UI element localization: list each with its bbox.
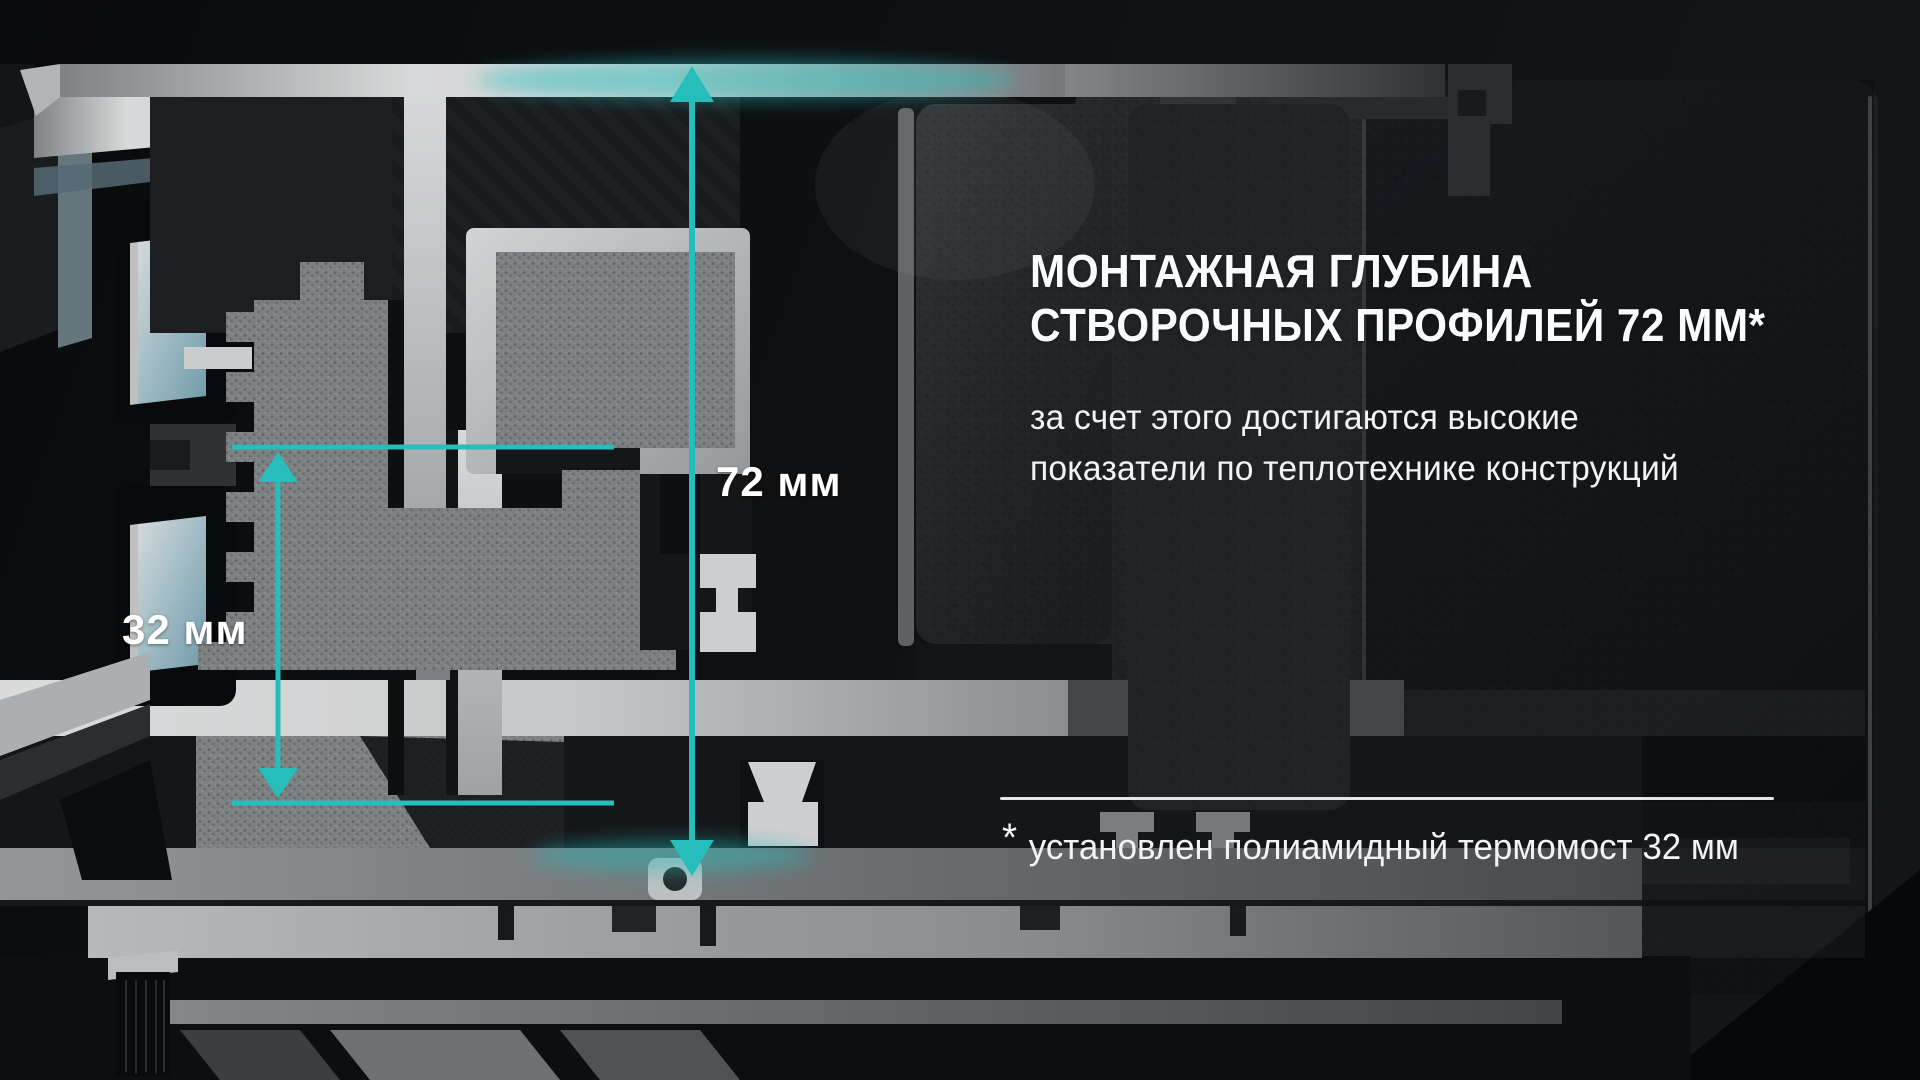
footnote-asterisk: * <box>1002 816 1018 860</box>
glow-bottom <box>532 840 812 872</box>
footnote-text: установлен полиамидный термомост 32 мм <box>1028 826 1739 867</box>
info-panel: МОНТАЖНАЯ ГЛУБИНА СТВОРОЧНЫХ ПРОФИЛЕЙ 72… <box>1030 244 1810 494</box>
dimension-arrow-32mm <box>232 444 614 806</box>
footnote-separator-line <box>1000 797 1774 800</box>
top-bar-end <box>20 64 60 116</box>
description-line-2: показатели по теплотехнике конструкций <box>1030 449 1679 488</box>
dimension-arrow-72mm <box>670 66 714 876</box>
arrowhead-up <box>258 452 298 482</box>
sash-face-panels <box>815 90 1350 810</box>
arrowhead-up <box>670 66 714 102</box>
headline-line-1: МОНТАЖНАЯ ГЛУБИНА <box>1030 245 1533 297</box>
glass-pane-lower <box>138 516 206 672</box>
dimension-label-32mm: 32 мм <box>122 606 248 653</box>
bottom-profile-stack <box>0 680 1690 1080</box>
dimension-label-72mm: 72 мм <box>716 458 842 505</box>
dimension-annotations <box>232 60 1015 876</box>
arrowhead-down <box>258 768 298 798</box>
description-line-1: за счет этого достигаются высокие <box>1030 398 1579 437</box>
headline-line-2: СТВОРОЧНЫХ ПРОФИЛЕЙ 72 ММ* <box>1030 299 1766 351</box>
glow-top <box>475 60 1015 100</box>
arrowhead-down <box>670 840 714 876</box>
footnote: *установлен полиамидный термомост 32 мм <box>1002 816 1739 869</box>
description: за счет этого достигаются высокие показа… <box>1030 392 1810 494</box>
